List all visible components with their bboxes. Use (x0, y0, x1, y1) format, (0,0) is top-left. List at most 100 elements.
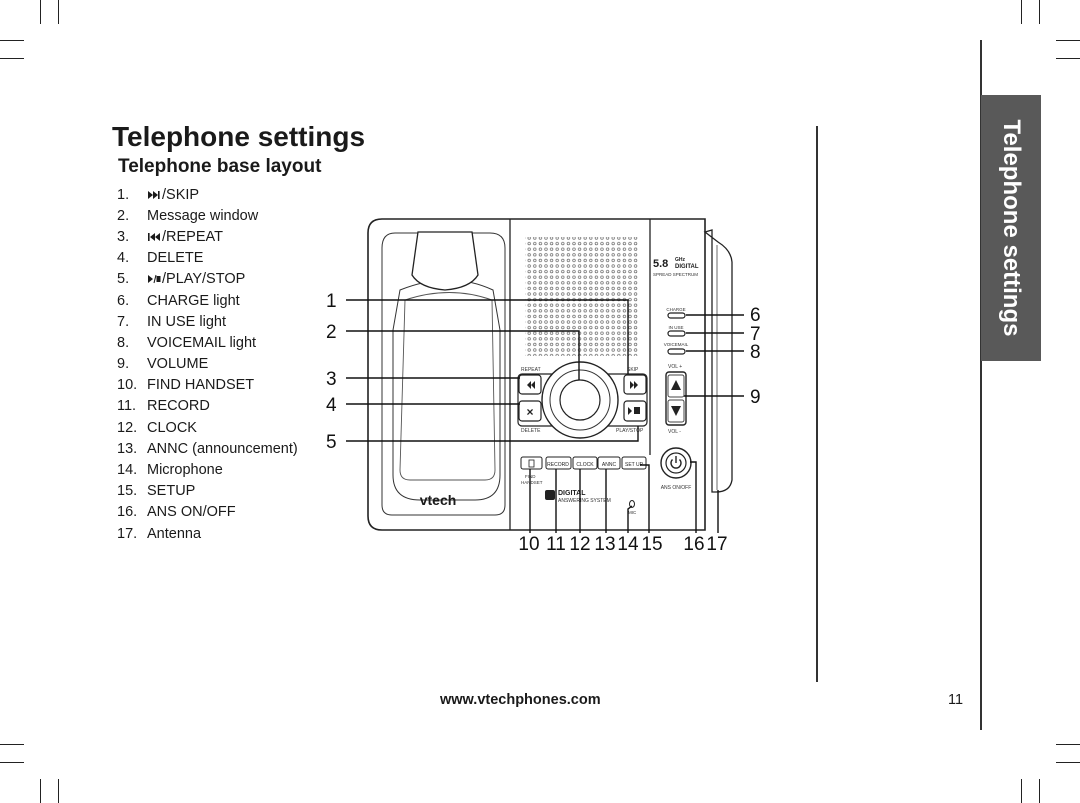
callout-15: 15 (641, 534, 662, 555)
clock-button (572, 456, 598, 470)
item-label: IN USE light (147, 313, 226, 330)
parts-list: 1. /SKIP 2. Message window 3. /REPEAT 4.… (117, 184, 298, 544)
callout-13: 13 (594, 534, 615, 555)
in-use-light-label: IN USE (668, 325, 683, 330)
crop-mark (1039, 0, 1040, 24)
callout-8: 8 (750, 342, 761, 363)
handset-well (392, 279, 501, 501)
crop-mark (1056, 762, 1080, 763)
crop-mark (1056, 744, 1080, 745)
callout-17: 17 (706, 534, 727, 555)
item-number: 9. (117, 356, 130, 373)
item-number: 14. (117, 462, 138, 479)
handset-top (411, 231, 479, 291)
list-item: 10.FIND HANDSET (117, 375, 298, 396)
annc-button-label: ANNC (602, 462, 617, 468)
list-item: 9.VOLUME (117, 354, 298, 375)
callout-12: 12 (569, 534, 590, 555)
side-tab-label: Telephone settings (998, 119, 1025, 337)
list-item: 6.CHARGE light (117, 290, 298, 311)
digital-badge-text: DIGITAL (558, 490, 586, 497)
callout-9: 9 (750, 387, 761, 408)
list-item: 13.ANNC (announcement) (117, 438, 298, 459)
item-number: 5. (117, 271, 130, 288)
item-label: Antenna (147, 525, 202, 542)
crop-mark (1021, 779, 1022, 803)
list-item: 7. IN USE light (117, 311, 298, 332)
item-label: ANS ON/OFF (147, 504, 236, 521)
callout-3: 3 (326, 369, 337, 390)
footer-website: www.vtechphones.com (440, 692, 601, 708)
callout-2: 2 (326, 322, 337, 343)
callout-6: 6 (750, 305, 761, 326)
freq-unit: GHz (675, 257, 686, 263)
skip-icon (148, 190, 160, 199)
repeat-icon (148, 232, 160, 241)
list-item: 5. /PLAY/STOP (117, 269, 298, 290)
spread-spectrum-text: SPREAD SPECTRUM (653, 272, 698, 277)
callout-14: 14 (617, 534, 639, 555)
crop-mark (1039, 779, 1040, 803)
repeat-key-icon (527, 381, 531, 389)
item-number: 6. (117, 292, 130, 309)
callout-11: 11 (546, 534, 566, 555)
item-number: 12. (117, 419, 138, 436)
play-stop-key-label: PLAY/STOP (616, 428, 644, 434)
item-number: 10. (117, 377, 138, 394)
item-number: 1. (117, 186, 130, 203)
list-item: 16. ANS ON/OFF (117, 502, 298, 523)
play-stop-icon (148, 275, 161, 284)
record-button-label: RECORD (547, 462, 569, 468)
play-stop-key-icon (628, 407, 632, 415)
setup-button (621, 456, 647, 470)
item-number: 11. (117, 398, 137, 415)
page-title: Telephone settings (112, 121, 366, 152)
item-number: 7. (117, 313, 130, 330)
crop-mark (40, 779, 41, 803)
freq-digital: DIGITAL (675, 264, 699, 270)
callout-16: 16 (683, 534, 704, 555)
callout-10: 10 (518, 534, 539, 555)
list-item: 8. VOICEMAIL light (117, 332, 298, 353)
list-item: 2. Message window (117, 205, 298, 226)
microphone (629, 500, 635, 508)
list-item: 17. Antenna (117, 523, 298, 544)
item-label: /SKIP (162, 186, 200, 203)
crop-mark (58, 0, 59, 24)
vol-plus-label: VOL + (668, 364, 682, 370)
crop-mark (40, 0, 41, 24)
callout-4: 4 (326, 395, 337, 416)
item-number: 16. (117, 504, 138, 521)
digital-badge-icon (545, 490, 555, 500)
clock-button-label: CLOCK (576, 462, 594, 468)
charge-light-label: CHARGE (666, 307, 685, 312)
record-button (545, 456, 572, 470)
list-item: 15.SETUP (117, 481, 298, 502)
telephone-base-diagram: vtech 5.8 GHz DIGITAL SPREAD SPECTRUM CH… (326, 218, 761, 555)
list-item: 3. /REPEAT (117, 226, 298, 247)
callout-7: 7 (750, 324, 761, 345)
item-label: VOICEMAIL light (147, 334, 257, 351)
item-label: RECORD (147, 398, 210, 415)
setup-button-label: SET UP (625, 462, 644, 468)
delete-key-label: DELETE (521, 428, 541, 434)
handset-outline (399, 292, 496, 481)
crop-mark (58, 779, 59, 803)
list-item: 14.Microphone (117, 459, 298, 480)
item-number: 17. (117, 525, 138, 542)
volume-down-icon (671, 406, 681, 416)
voicemail-light-label: VOICEMAIL (664, 342, 689, 347)
crop-mark (0, 744, 24, 745)
item-label: CLOCK (147, 419, 197, 436)
list-item: 4. DELETE (117, 248, 298, 269)
item-number: 2. (117, 207, 130, 224)
item-label: Message window (147, 207, 259, 224)
annc-button (597, 456, 621, 470)
item-number: 8. (117, 334, 130, 351)
mic-label: MIC (628, 510, 637, 515)
item-label: DELETE (147, 250, 204, 267)
voicemail-light (667, 348, 686, 355)
repeat-key-label: REPEAT (521, 367, 541, 373)
item-number: 4. (117, 250, 130, 267)
crop-mark (1056, 58, 1080, 59)
